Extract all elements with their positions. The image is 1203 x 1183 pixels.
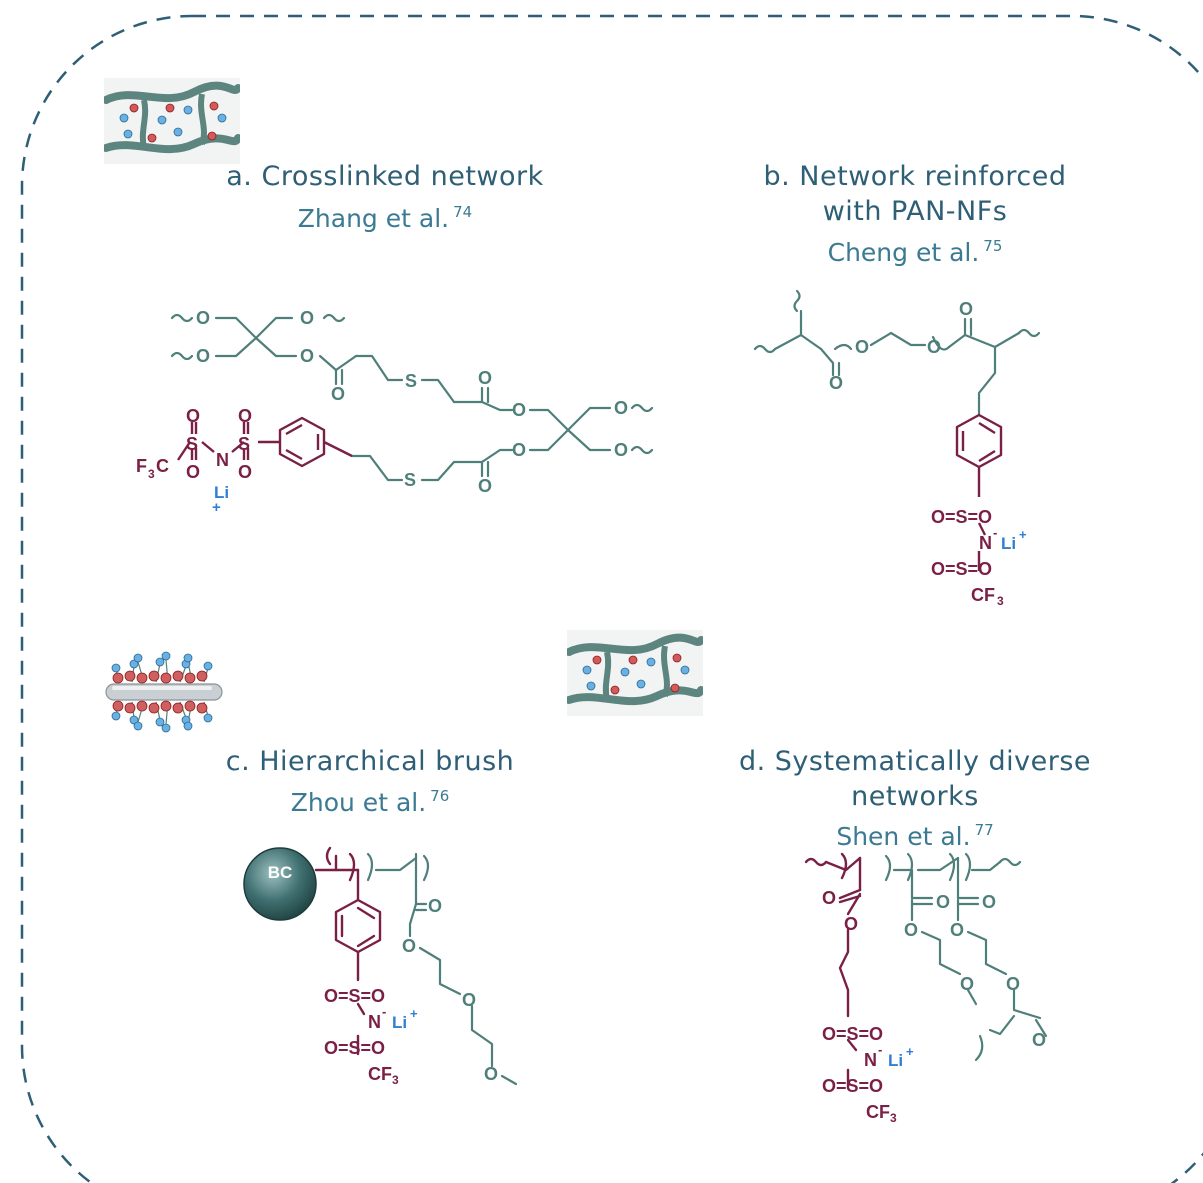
network-icon-d — [567, 630, 703, 716]
subscript-3: 3 — [890, 1111, 897, 1125]
atom-o: O — [186, 462, 200, 482]
panel-d-ref: 77 — [974, 821, 994, 839]
sulfonyl-group: O=S=O — [822, 1076, 883, 1096]
panel-a-ref: 74 — [453, 203, 473, 221]
bc-label: BC — [268, 863, 293, 882]
charge-minus: - — [878, 1042, 882, 1057]
structure-b: O O O O O=S=O N O=S=O CF 3 - Li + — [753, 289, 1041, 605]
atom-o: O — [982, 892, 996, 912]
atom-o: O — [428, 896, 442, 916]
atom-o: O — [960, 974, 974, 994]
atom-o: O — [196, 346, 210, 366]
crosslinked-network-icon — [104, 78, 240, 164]
cf3-group: CF — [866, 1102, 890, 1122]
atom-o: O — [238, 462, 252, 482]
atom-o: O — [822, 888, 836, 908]
atom-li: Li — [888, 1051, 903, 1070]
atom-s: S — [186, 434, 198, 454]
atom-o: O — [1006, 974, 1020, 994]
atom-n: N — [216, 450, 229, 470]
atom-o: O — [300, 346, 314, 366]
atom-n: N — [864, 1050, 877, 1070]
panel-b-citation: Cheng et al.75 — [690, 230, 1140, 269]
panel-b-title-line2: with PAN-NFs — [822, 196, 1008, 227]
atom-o: O — [196, 308, 210, 328]
atom-o: O — [512, 440, 526, 460]
panel-a-citation: Zhang et al.74 — [160, 196, 610, 235]
cf3-group: CF — [971, 585, 995, 605]
panel-c-citation-text: Zhou et al. — [290, 788, 427, 817]
atom-o: O — [959, 299, 973, 319]
sulfonyl-group: O=S=O — [931, 559, 992, 579]
atom-o: O — [186, 406, 200, 426]
panel-c-title: c. Hierarchical brush — [225, 746, 515, 777]
panel-a-title: a. Crosslinked network — [226, 161, 544, 192]
atom-o: O — [855, 337, 869, 357]
atom-li: Li — [392, 1013, 407, 1032]
atom-s: S — [404, 470, 416, 490]
atom-o: O — [936, 892, 950, 912]
structure-d: O O O=S=O N O=S=O CF 3 - Li + — [804, 852, 1048, 1125]
charge-plus: + — [906, 1044, 914, 1059]
atom-o: O — [478, 368, 492, 388]
atom-s: S — [238, 434, 250, 454]
atom-o: O — [950, 920, 964, 940]
atom-o: O — [614, 398, 628, 418]
panel-d-citation-text: Shen et al. — [836, 822, 971, 851]
subscript-3: 3 — [392, 1073, 399, 1087]
sulfonyl-group: O=S=O — [931, 507, 992, 527]
atom-o: O — [829, 373, 843, 393]
panel-c-citation: Zhou et al.76 — [145, 780, 595, 819]
atom-n: N — [368, 1012, 381, 1032]
panel-a-citation-text: Zhang et al. — [297, 204, 450, 233]
panel-c-ref: 76 — [430, 787, 450, 805]
panel-d-title-line1: d. Systematically diverse — [738, 746, 1092, 777]
panel-b-title-line1: b. Network reinforced — [763, 161, 1067, 192]
atom-o: O — [904, 920, 918, 940]
panel-d-title-line2: networks — [851, 781, 979, 812]
atom-o: O — [844, 914, 858, 934]
atom-c: C — [156, 456, 169, 476]
sulfonyl-group: O=S=O — [324, 986, 385, 1006]
atom-o: O — [478, 476, 492, 496]
atom-o: O — [300, 308, 314, 328]
atom-o: O — [238, 406, 252, 426]
brush-fiber-icon — [105, 651, 223, 733]
sulfonyl-group: O=S=O — [822, 1024, 883, 1044]
panel-b-ref: 75 — [983, 237, 1003, 255]
atom-o: O — [331, 384, 345, 404]
atom-f: F — [136, 456, 147, 476]
charge-plus: + — [212, 499, 221, 516]
cf3-group: CF — [368, 1064, 392, 1084]
subscript-3: 3 — [997, 594, 1004, 605]
atom-li: Li — [214, 483, 229, 502]
charge-plus: + — [410, 1006, 418, 1021]
panel-d-citation: Shen et al.77 — [690, 814, 1140, 853]
charge-minus: - — [382, 1004, 386, 1019]
charge-plus: + — [1019, 527, 1027, 542]
atom-o: O — [927, 337, 941, 357]
atom-o: O — [402, 936, 416, 956]
atom-o: O — [614, 440, 628, 460]
sulfonyl-group: O=S=O — [324, 1038, 385, 1058]
subscript-3: 3 — [148, 467, 155, 481]
atom-li: Li — [1001, 534, 1016, 553]
structure-a: O O O O O S O O O O O O S — [136, 308, 654, 516]
charge-minus: - — [993, 525, 997, 540]
atom-o: O — [462, 990, 476, 1010]
atom-o: O — [1032, 1030, 1046, 1050]
panel-b-citation-text: Cheng et al. — [827, 238, 980, 267]
atom-o: O — [512, 400, 526, 420]
atom-n: N — [979, 533, 992, 553]
atom-o: O — [484, 1064, 498, 1084]
atom-s: S — [405, 371, 417, 391]
structure-c: BC O=S=O N O=S=O CF 3 - Li + — [243, 846, 518, 1087]
bc-fiber-sphere-icon: BC — [243, 847, 317, 921]
